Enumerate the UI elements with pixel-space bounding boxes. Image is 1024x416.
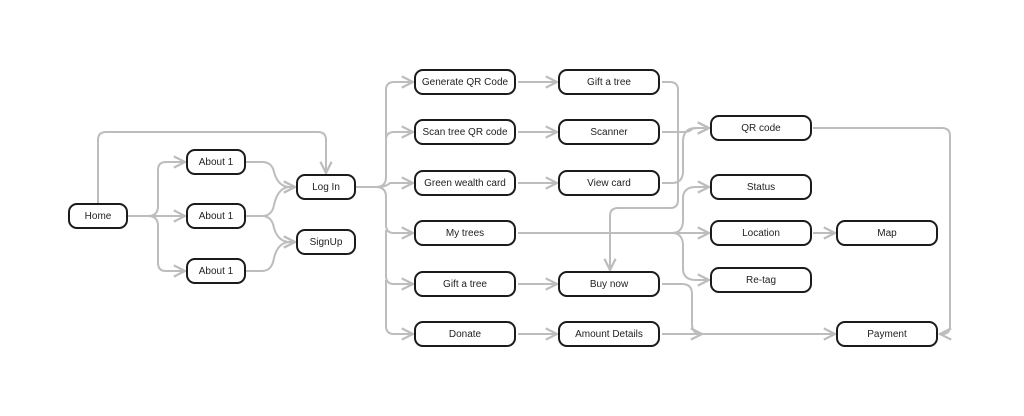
node-payment[interactable]: Payment [836, 321, 938, 347]
node-label: Amount Details [575, 328, 643, 340]
edge-login-mytrees [375, 186, 413, 233]
node-label: Location [742, 227, 780, 239]
node-donate[interactable]: Donate [414, 321, 516, 347]
node-label: Status [746, 181, 776, 193]
node-green-card[interactable]: Green wealth card [414, 170, 516, 196]
edge-home-about1 [128, 162, 185, 217]
node-scan-qr[interactable]: Scan tree QR code [414, 119, 516, 145]
edge-mytrees-status [671, 187, 709, 234]
node-label: Green wealth card [424, 177, 506, 189]
node-location[interactable]: Location [710, 220, 812, 246]
edge-mytrees-retag [671, 232, 709, 280]
node-label: Gift a tree [587, 76, 631, 88]
node-label: About 1 [198, 265, 234, 277]
edge-login-donate [385, 280, 413, 334]
node-label: View card [587, 177, 631, 189]
node-amount-details[interactable]: Amount Details [558, 321, 660, 347]
edge-about1-login [246, 161, 295, 187]
node-label: Log In [312, 181, 340, 193]
node-about-2[interactable]: About 1 [186, 203, 246, 229]
node-label: Map [877, 227, 897, 239]
node-label: Scanner [590, 126, 628, 138]
node-my-trees[interactable]: My trees [414, 220, 516, 246]
node-label: Re-tag [745, 274, 776, 286]
edge-login-generate [356, 82, 413, 188]
edge-gifttree-buynow [610, 81, 679, 270]
edge-home-login [97, 131, 326, 203]
node-map[interactable]: Map [836, 220, 938, 246]
node-generate-qr[interactable]: Generate QR Code [414, 69, 516, 95]
node-status[interactable]: Status [710, 174, 812, 200]
edge-about3-signup [246, 242, 295, 272]
node-label: Payment [867, 328, 907, 340]
edge-about2-signup [261, 215, 295, 242]
node-view-card[interactable]: View card [558, 170, 660, 196]
node-label: Buy now [589, 278, 629, 290]
node-retag[interactable]: Re-tag [710, 267, 812, 293]
edge-login-gift [385, 230, 413, 284]
node-label: QR code [741, 122, 781, 134]
node-label: Scan tree QR code [422, 126, 508, 138]
node-gift-tree-2[interactable]: Gift a tree [558, 69, 660, 95]
node-signup[interactable]: SignUp [296, 229, 356, 255]
node-label: SignUp [309, 236, 343, 248]
node-label: Generate QR Code [421, 76, 509, 88]
edge-viewcard-qrcode [662, 128, 709, 184]
node-login[interactable]: Log In [296, 174, 356, 200]
node-scanner[interactable]: Scanner [558, 119, 660, 145]
node-label: Donate [448, 328, 482, 340]
node-label: Home [84, 210, 112, 222]
node-about-3[interactable]: About 1 [186, 258, 246, 284]
edge-qrcode-payment [813, 127, 950, 334]
node-label: About 1 [198, 210, 234, 222]
node-buy-now[interactable]: Buy now [558, 271, 660, 297]
node-label: About 1 [198, 156, 234, 168]
edge-about2-login [246, 187, 295, 217]
node-label: My trees [445, 227, 485, 239]
node-label: Gift a tree [443, 278, 487, 290]
node-gift-tree[interactable]: Gift a tree [414, 271, 516, 297]
node-home[interactable]: Home [68, 203, 128, 229]
node-qr-code[interactable]: QR code [710, 115, 812, 141]
edge-login-scan [385, 132, 413, 141]
node-about-1[interactable]: About 1 [186, 149, 246, 175]
edge-home-about3 [147, 215, 185, 271]
edge-buynow-payment [662, 283, 702, 334]
